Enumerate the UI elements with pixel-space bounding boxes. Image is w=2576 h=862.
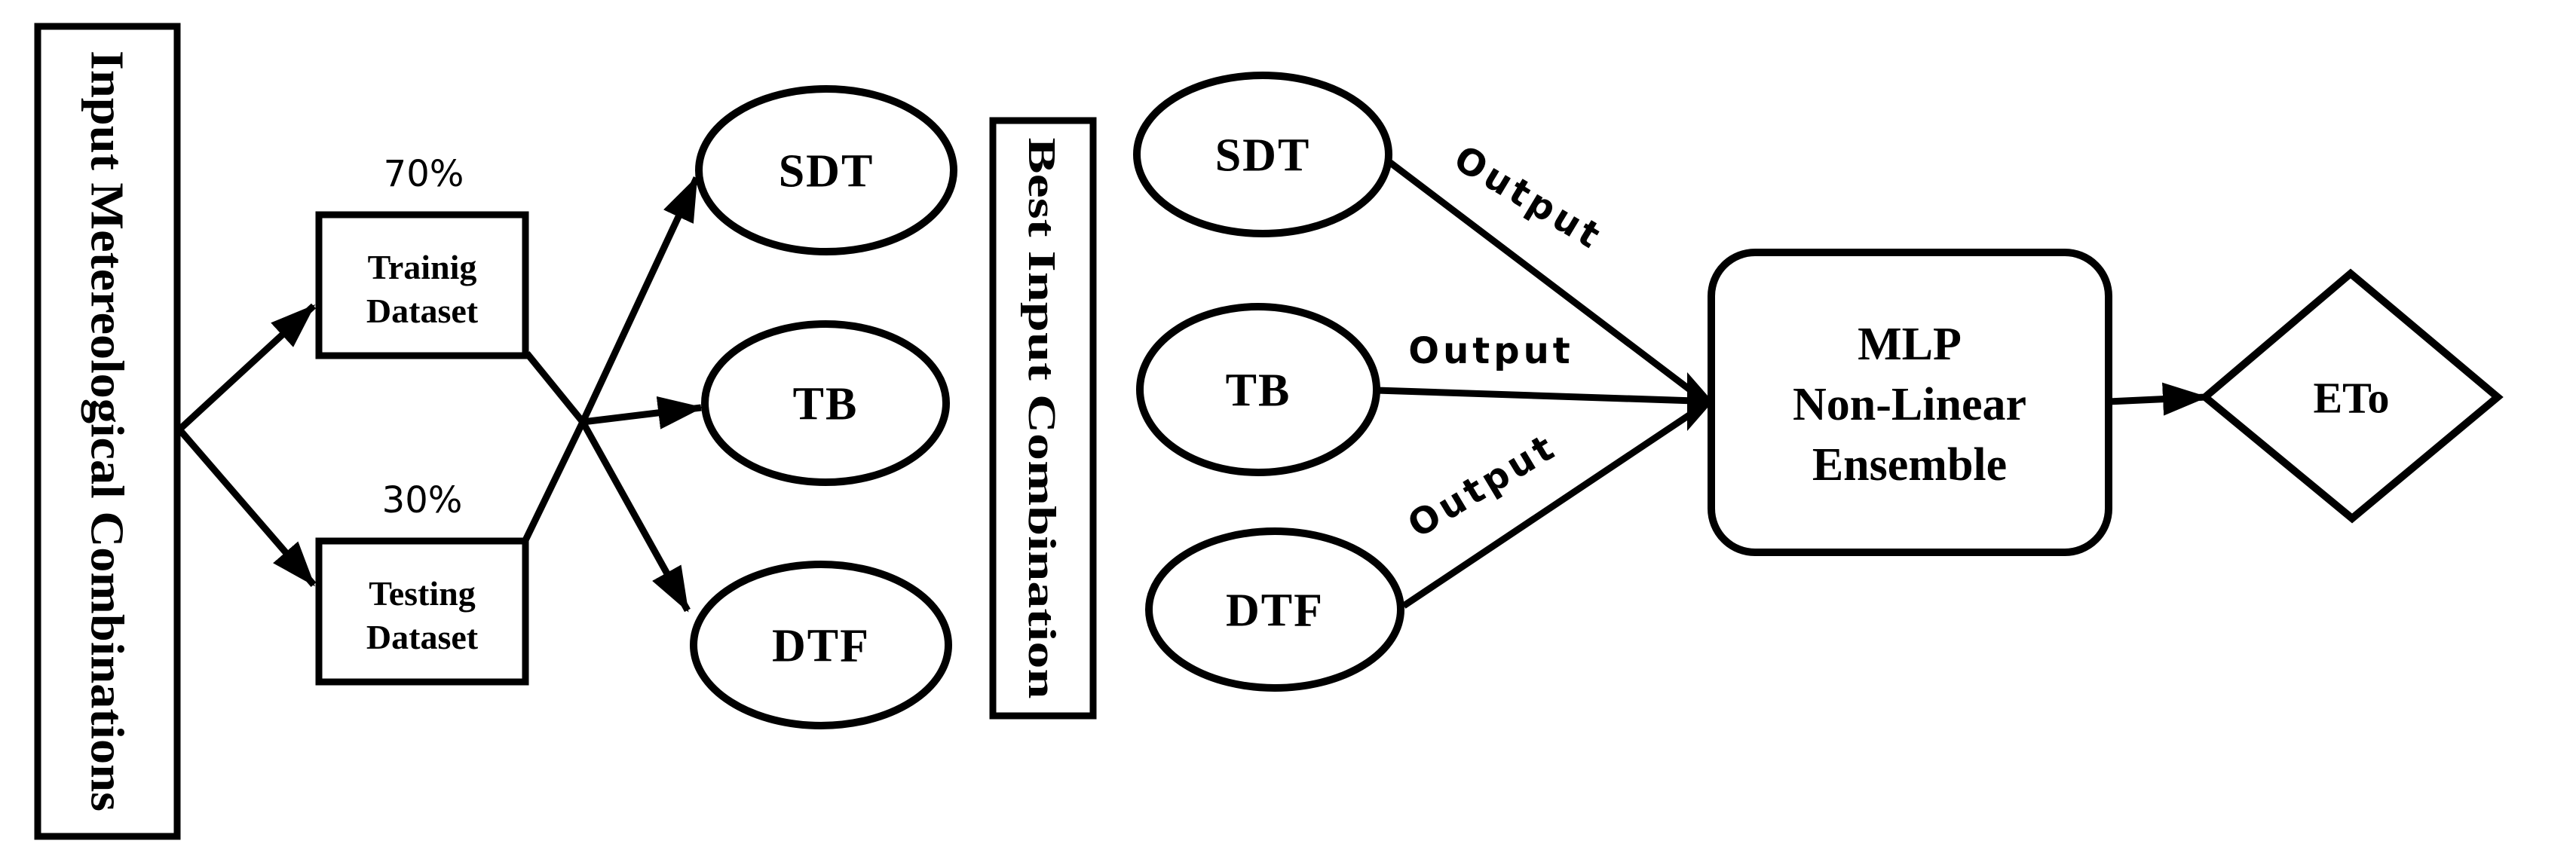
stage1-tb-ellipse xyxy=(701,320,950,486)
arrow-to-testing xyxy=(176,427,317,587)
stage1-sdt-ellipse xyxy=(695,85,957,255)
stage1-tb-label: TB xyxy=(793,379,859,430)
eto-label: ETo xyxy=(2313,373,2389,422)
training-dataset-rect xyxy=(315,211,529,359)
testing-label-line1: Testing xyxy=(369,574,475,613)
training-label-line2: Dataset xyxy=(366,292,479,330)
line-training-to-fan xyxy=(524,351,586,424)
training-percent-label: 70% xyxy=(384,153,464,195)
best-input-combination-label: Best Input Combination xyxy=(1020,138,1063,699)
mlp-ensemble-rect xyxy=(1708,249,2112,556)
input-combinations-label: Input Metereological Combinations xyxy=(81,50,132,812)
arrow-fan-to-dtf1 xyxy=(580,420,691,613)
testing-dataset-rect xyxy=(315,537,529,686)
stage2-sdt-node: SDT xyxy=(1133,72,1392,237)
stage1-sdt-label: SDT xyxy=(779,146,874,197)
stage2-tb-ellipse xyxy=(1136,303,1380,476)
input-combinations-rect xyxy=(34,23,181,840)
stage2-dtf-ellipse xyxy=(1145,527,1404,692)
best-input-combination-rect xyxy=(989,117,1097,720)
input-combinations-box: Input Metereological Combinations xyxy=(34,23,181,840)
sdt-output-label: Output xyxy=(1447,137,1610,258)
stage2-dtf-label: DTF xyxy=(1226,585,1324,637)
arrow-ensemble-to-eto xyxy=(2108,382,2208,416)
dtf-output-label: Output xyxy=(1401,425,1564,546)
stage1-tb-node: TB xyxy=(701,320,950,486)
mlp-label-line3: Ensemble xyxy=(1812,439,2007,491)
stage2-sdt-label: SDT xyxy=(1215,130,1311,182)
stage1-sdt-node: SDT xyxy=(695,85,957,255)
testing-percent-label: 30% xyxy=(382,479,463,521)
mlp-label-line2: Non-Linear xyxy=(1793,379,2026,430)
training-label-line1: Trainig xyxy=(368,248,477,286)
converge-arrowhead xyxy=(1687,372,1713,431)
arrow-to-training xyxy=(176,303,317,433)
mlp-label-line1: MLP xyxy=(1858,319,1962,370)
line-sdt-output xyxy=(1387,159,1697,396)
tb-output-label: Output xyxy=(1408,330,1573,372)
training-dataset-box: Trainig Dataset xyxy=(315,211,529,359)
line-testing-to-fan xyxy=(521,420,587,543)
testing-label-line2: Dataset xyxy=(366,618,479,656)
mlp-ensemble-box: MLP Non-Linear Ensemble xyxy=(1708,249,2112,556)
testing-dataset-box: Testing Dataset xyxy=(315,537,529,686)
stage2-tb-node: TB xyxy=(1136,303,1380,476)
best-input-combination-box: Best Input Combination xyxy=(989,117,1097,720)
stage1-dtf-label: DTF xyxy=(772,621,870,672)
eto-diamond xyxy=(2199,268,2504,524)
stage1-dtf-ellipse xyxy=(690,561,952,729)
eto-result-node: ETo xyxy=(2199,268,2504,524)
arrow-fan-to-sdt1 xyxy=(579,176,700,423)
line-tb-output xyxy=(1376,387,1695,405)
stage2-sdt-ellipse xyxy=(1133,72,1392,237)
stage2-dtf-node: DTF xyxy=(1145,527,1404,692)
arrow-fan-to-tb1 xyxy=(582,396,703,429)
stage2-tb-label: TB xyxy=(1226,365,1291,417)
line-dtf-output xyxy=(1401,408,1697,609)
stage1-dtf-node: DTF xyxy=(690,561,952,729)
